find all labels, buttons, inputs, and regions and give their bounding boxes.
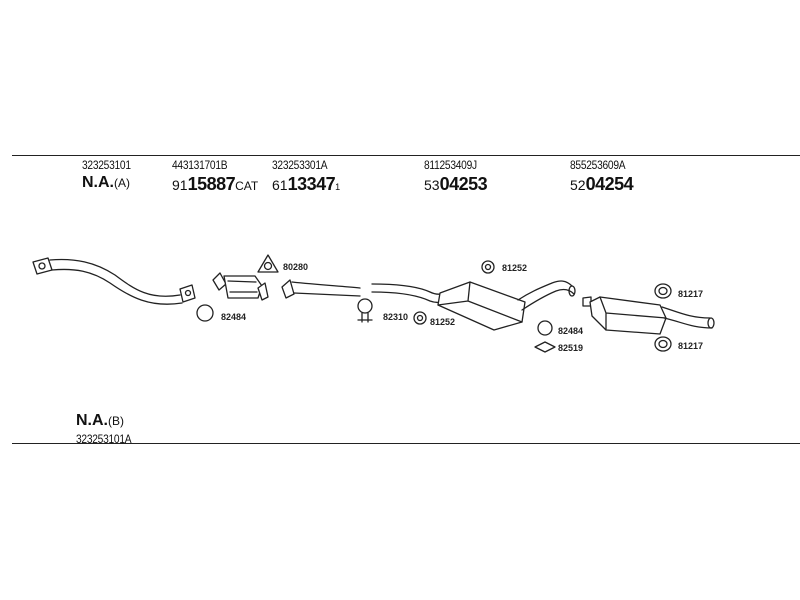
part-label-82484: 82484 (221, 312, 246, 322)
column-rear-silencer: 855253609A 52 04254 (570, 158, 635, 195)
column-catalyst: 443131701B 91 15887 CAT (172, 158, 258, 195)
variant-suffix: (B) (108, 414, 124, 428)
part-prefix: 61 (272, 177, 288, 193)
gasket-82519-icon (534, 341, 556, 353)
o-ring-82484-rear-icon (537, 320, 553, 336)
oem-number: 323253301A (272, 158, 328, 172)
not-available-label: N.A. (76, 412, 108, 429)
column-middle-pipe: 323253301A 61 13347 1 (272, 158, 340, 195)
part-prefix: 53 (424, 177, 440, 193)
front-pipe-drawing (32, 257, 196, 305)
oem-number: 855253609A (570, 158, 626, 172)
clamp-82310-icon (357, 298, 373, 323)
middle-silencer-drawing (371, 280, 576, 331)
part-label-81252: 81252 (502, 263, 527, 273)
rubber-ring-81217-icon (654, 283, 672, 352)
oem-number: 443131701B (172, 158, 228, 172)
part-number: 04253 (439, 174, 488, 194)
column-front-pipe: 323253101 N.A. (A) (82, 158, 139, 192)
oem-number: 323253101 (82, 158, 131, 172)
part-label-82484: 82484 (558, 326, 583, 336)
catalytic-converter-drawing (212, 272, 269, 301)
part-number: 04254 (585, 174, 634, 194)
part-label-81217: 81217 (678, 341, 703, 351)
gasket-80280-icon (257, 254, 279, 273)
rear-silencer-drawing (582, 296, 715, 335)
variant-b-block: N.A. (B) 323253101A (76, 410, 141, 446)
part-number: 15887 (187, 174, 236, 194)
o-ring-82484-icon (196, 304, 214, 322)
part-prefix: 52 (570, 177, 586, 193)
oem-number: 323253101A (76, 432, 132, 446)
variant-suffix: (A) (114, 176, 130, 190)
part-label-81217: 81217 (678, 289, 703, 299)
part-suffix: CAT (235, 179, 259, 193)
oem-number: 811253409J (424, 158, 477, 172)
part-number: 13347 (287, 174, 336, 194)
part-label-82519: 82519 (558, 343, 583, 353)
part-label-81252: 81252 (430, 317, 455, 327)
column-middle-silencer: 811253409J 53 04253 (424, 158, 488, 195)
bottom-divider-line (12, 443, 800, 444)
top-divider-line (12, 155, 800, 156)
part-label-80280: 80280 (283, 262, 308, 272)
middle-pipe-drawing (281, 279, 361, 299)
part-prefix: 91 (172, 177, 188, 193)
hanger-81252-icon (413, 260, 495, 325)
not-available-label: N.A. (82, 174, 114, 191)
part-label-82310: 82310 (383, 312, 408, 322)
part-superscript: 1 (335, 182, 341, 192)
